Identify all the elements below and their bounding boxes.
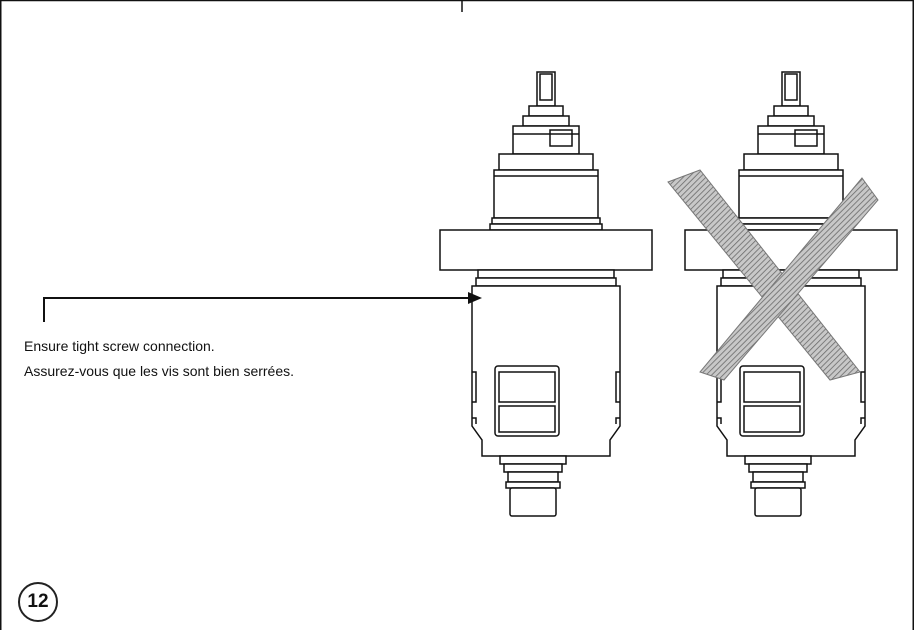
step-number: 12: [27, 591, 49, 612]
instruction-text: Ensure tight screw connection. Assurez-v…: [24, 334, 294, 384]
step-number-badge: 12: [18, 582, 58, 622]
instruction-english: Ensure tight screw connection.: [24, 338, 215, 354]
incorrect-x-mark-icon: [667, 169, 879, 381]
instruction-french: Assurez-vous que les vis sont bien serré…: [24, 363, 295, 379]
leader-arrow: [43, 292, 482, 322]
